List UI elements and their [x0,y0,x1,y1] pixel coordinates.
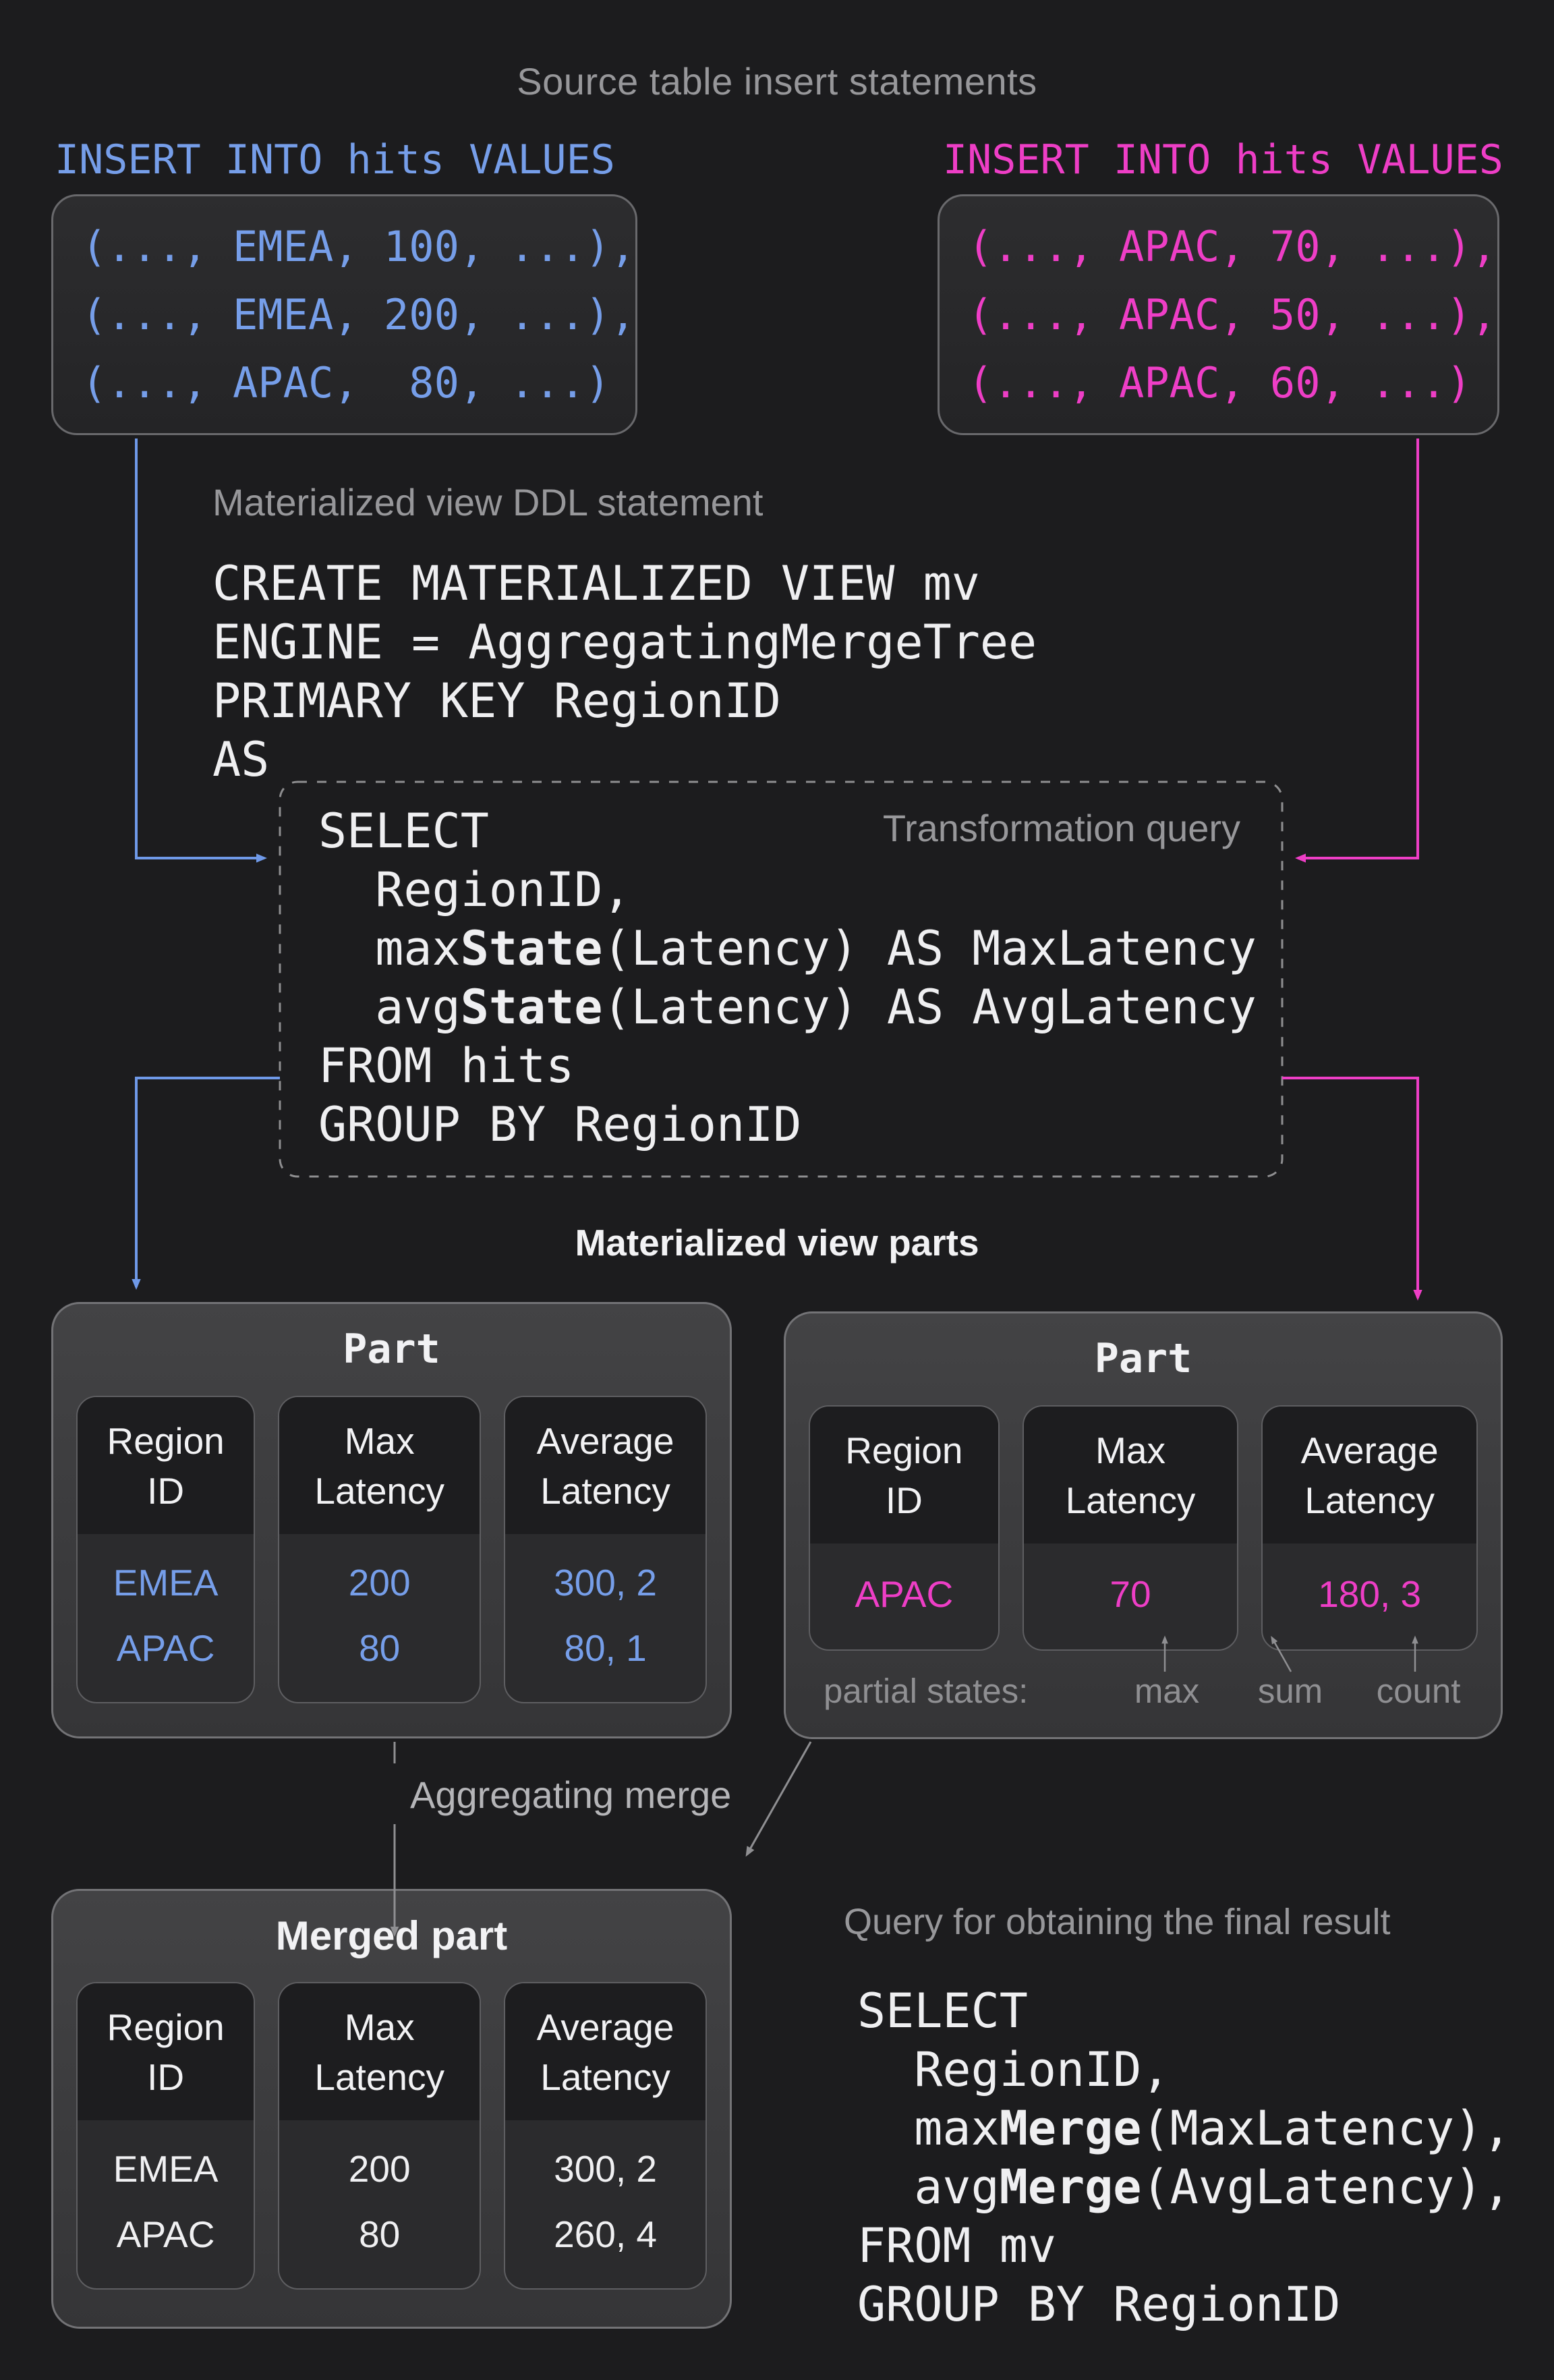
code-line: SELECT [318,803,489,859]
column-values: 300, 2 80, 1 [505,1534,706,1702]
column-header: Region ID [78,1983,254,2120]
aggregating-merge-label: Aggregating merge [410,1774,732,1816]
source-inserts-title: Source table insert statements [517,60,1037,103]
insert-row: (..., APAC, 50, ...), [968,290,1497,339]
cell-value: 70 [1110,1572,1151,1615]
cell-value: 260, 4 [554,2213,658,2256]
code-line: maxMerge(MaxLatency), [857,2101,1512,2156]
column-values: 200 80 [279,1534,480,1702]
partial-state-count-label: count [1376,1672,1461,1710]
column-header: Region ID [810,1407,998,1543]
code-line: ENGINE = AggregatingMergeTree [212,615,1037,670]
column-header: Max Latency [279,1983,480,2120]
column-header: Average Latency [505,1983,706,2120]
cell-value: APAC [855,1572,954,1615]
partial-state-max-label: max [1134,1672,1200,1710]
table-column-card: Region ID APAC [809,1405,1000,1651]
cell-value: APAC [116,1627,215,1670]
cell-value: 80, 1 [564,1627,647,1670]
transformation-query-box: Transformation query SELECT RegionID, ma… [280,782,1282,1177]
cell-value: 80 [359,1627,401,1670]
merge-arrow-right-diagonal [745,1741,812,1857]
insert-left-box: (..., EMEA, 100, ...), (..., EMEA, 200, .… [51,194,637,435]
code-line: FROM hits [318,1038,575,1094]
column-header: Average Latency [505,1397,706,1534]
table-column-card: Average Latency 300, 2 80, 1 [504,1396,707,1703]
cell-value: 80 [359,2213,401,2256]
code-line: CREATE MATERIALIZED VIEW mv [212,556,980,611]
part-box-right-title: Part [1094,1335,1192,1382]
table-column-card: Region ID EMEA APAC [76,1982,256,2290]
part-box-left-columns: Region ID EMEA APAC Max Latency 200 80 Average… [53,1373,730,1703]
part-box-left-title: Part [343,1326,440,1373]
insert-right-box: (..., APAC, 70, ...), (..., APAC, 50, ...… [938,194,1499,435]
merged-part-columns: Region ID EMEA APAC Max Latency 200 80 Average… [53,1959,730,2290]
cell-value: APAC [116,2213,215,2256]
code-line: SELECT [857,1983,1028,2039]
cell-value: 300, 2 [554,1561,658,1604]
column-values: 200 80 [279,2120,480,2288]
arrow-query-to-right-part [1282,1077,1422,1301]
code-line: RegionID, [857,2042,1170,2097]
part-box-right-columns: Region ID APAC Max Latency 70 Average Latenc… [786,1382,1501,1651]
insert-right-header: INSERT INTO hits VALUES [943,136,1503,183]
code-line: RegionID, [318,862,631,917]
code-line: maxState(Latency) AS MaxLatency [318,921,1257,976]
code-line: FROM mv [857,2218,1057,2273]
code-line: GROUP BY RegionID [857,2277,1341,2332]
arrow-right-insert-to-query [1295,438,1419,863]
partial-states-label: partial states: [824,1672,1029,1710]
code-line: PRIMARY KEY RegionID [212,673,781,729]
cell-value: 200 [348,1561,411,1604]
final-query-code: SELECT RegionID, maxMerge(MaxLatency), a… [857,1982,1511,2334]
code-line: avgMerge(AvgLatency), [857,2159,1512,2215]
partial-state-sum-label: sum [1257,1672,1323,1710]
table-column-card: Region ID EMEA APAC [76,1396,256,1703]
materialized-view-parts-heading: Materialized view parts [575,1222,979,1264]
cell-value: 300, 2 [554,2147,658,2190]
column-values: 300, 2 260, 4 [505,2120,706,2288]
insert-row: (..., APAC, 80, ...) [82,358,610,407]
transformation-query-code: SELECT RegionID, maxState(Latency) AS Ma… [318,802,1257,1154]
code-line: GROUP BY RegionID [318,1097,802,1152]
column-header: Average Latency [1263,1407,1477,1543]
column-values: 180, 3 [1263,1543,1476,1649]
table-column-card: Max Latency 200 80 [278,1982,482,2290]
column-values: APAC [810,1543,998,1649]
part-box-left: Part Region ID EMEA APAC Max Latency 200 80 Av… [51,1302,732,1738]
insert-row: (..., EMEA, 200, ...), [82,290,636,339]
cell-value: EMEA [113,1561,219,1604]
table-column-card: Average Latency 180, 3 [1261,1405,1478,1651]
table-column-card: Average Latency 300, 2 260, 4 [504,1982,707,2290]
column-values: 70 [1024,1543,1238,1649]
insert-row: (..., APAC, 60, ...) [968,358,1472,407]
merged-part-title: Merged part [275,1913,508,1958]
code-line: AS [212,732,270,787]
cell-value: EMEA [113,2147,219,2190]
column-header: Max Latency [1023,1407,1238,1543]
insert-row: (..., EMEA, 100, ...), [82,222,636,271]
merged-part-box: Merged part Region ID EMEA APAC Max Latency… [51,1889,732,2329]
part-box-right: Part Region ID APAC Max Latency 70 Average L… [784,1311,1503,1739]
table-column-card: Max Latency 200 80 [278,1396,482,1703]
ddl-label: Materialized view DDL statement [212,481,764,523]
column-values: EMEA APAC [78,2120,254,2288]
table-column-card: Max Latency 70 [1022,1405,1239,1651]
column-header: Max Latency [279,1397,480,1534]
column-header: Region ID [78,1397,254,1534]
cell-value: 200 [348,2147,411,2190]
cell-value: 180, 3 [1318,1572,1422,1615]
insert-row: (..., APAC, 70, ...), [968,222,1497,271]
insert-left-header: INSERT INTO hits VALUES [55,136,615,183]
final-query-label: Query for obtaining the final result [844,1902,1391,1942]
code-line: avgState(Latency) AS AvgLatency [318,980,1257,1035]
column-values: EMEA APAC [78,1534,254,1702]
